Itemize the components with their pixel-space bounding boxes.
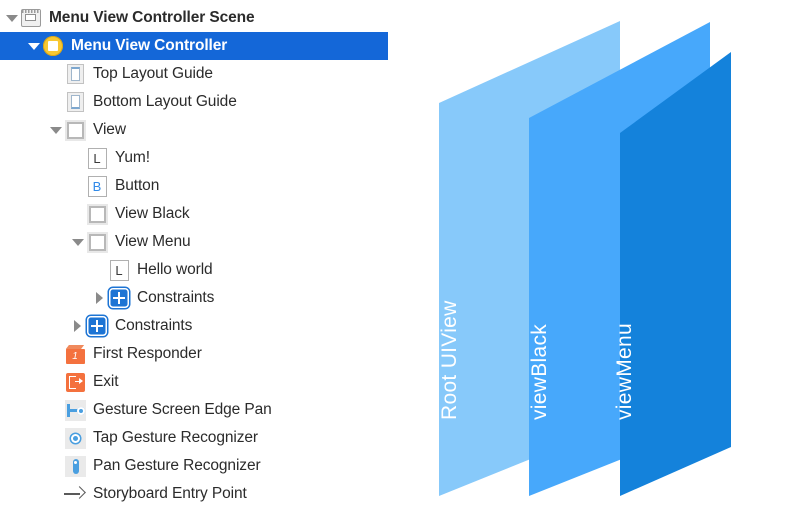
layered-panels-svg xyxy=(439,21,731,496)
outline-row[interactable]: Menu View Controller xyxy=(0,32,388,60)
outline-row[interactable]: Menu View Controller Scene xyxy=(0,4,388,32)
disclosure-triangle-closed[interactable] xyxy=(92,284,108,312)
disclosure-spacer xyxy=(70,172,86,200)
outline-row[interactable]: Exit xyxy=(0,368,388,396)
outline-row[interactable]: Constraints xyxy=(0,284,388,312)
button-icon: B xyxy=(86,175,108,197)
outline-row-label: Hello world xyxy=(137,261,213,279)
bottom-layout-guide-icon xyxy=(64,91,86,113)
outline-row-label: Yum! xyxy=(115,149,150,167)
constraints-icon xyxy=(108,287,130,309)
outline-row-label: View xyxy=(93,121,126,139)
exit-icon xyxy=(64,371,86,393)
tap-gesture-icon xyxy=(64,427,86,449)
disclosure-spacer xyxy=(70,200,86,228)
disclosure-spacer xyxy=(70,144,86,172)
outline-row-label: Exit xyxy=(93,373,119,391)
outline-row[interactable]: View Black xyxy=(0,200,388,228)
disclosure-triangle-open[interactable] xyxy=(70,228,86,256)
outline-row[interactable]: Tap Gesture Recognizer xyxy=(0,424,388,452)
outline-row[interactable]: Bottom Layout Guide xyxy=(0,88,388,116)
outline-row[interactable]: View Menu xyxy=(0,228,388,256)
outline-row[interactable]: View xyxy=(0,116,388,144)
view-controller-icon xyxy=(42,35,64,57)
disclosure-triangle-open[interactable] xyxy=(26,32,42,60)
outline-row[interactable]: L Yum! xyxy=(0,144,388,172)
disclosure-spacer xyxy=(48,60,64,88)
outline-row[interactable]: Top Layout Guide xyxy=(0,60,388,88)
outline-row-label: View Black xyxy=(115,205,190,223)
panel-view-menu[interactable] xyxy=(620,52,731,496)
outline-row[interactable]: L Hello world xyxy=(0,256,388,284)
disclosure-spacer xyxy=(48,368,64,396)
constraints-icon xyxy=(86,315,108,337)
view-hierarchy-diagram: Root UIView viewBlack viewMenu xyxy=(388,0,800,518)
uiview-icon xyxy=(64,119,86,141)
outline-row[interactable]: Storyboard Entry Point xyxy=(0,480,388,508)
outline-row-label: Constraints xyxy=(137,289,215,307)
disclosure-triangle-open[interactable] xyxy=(48,116,64,144)
panel-label-view-menu: viewMenu xyxy=(613,323,636,420)
outline-row-label: Bottom Layout Guide xyxy=(93,93,237,111)
screen-edge-pan-gesture-icon xyxy=(64,399,86,421)
outline-row-label: Menu View Controller xyxy=(71,37,228,55)
outline-row-label: Constraints xyxy=(115,317,193,335)
outline-row[interactable]: B Button xyxy=(0,172,388,200)
outline-row[interactable]: Gesture Screen Edge Pan xyxy=(0,396,388,424)
storyboard-entry-point-icon xyxy=(64,483,86,505)
label-icon: L xyxy=(108,259,130,281)
scene-icon xyxy=(20,7,42,29)
uiview-icon xyxy=(86,203,108,225)
disclosure-spacer xyxy=(48,88,64,116)
outline-row[interactable]: Constraints xyxy=(0,312,388,340)
first-responder-icon: 1 xyxy=(64,343,86,365)
outline-row-label: Top Layout Guide xyxy=(93,65,213,83)
disclosure-spacer xyxy=(48,340,64,368)
outline-row[interactable]: Pan Gesture Recognizer xyxy=(0,452,388,480)
outline-row-label: View Menu xyxy=(115,233,191,251)
outline-row-label: Menu View Controller Scene xyxy=(49,9,255,27)
pan-gesture-icon xyxy=(64,455,86,477)
disclosure-spacer xyxy=(48,396,64,424)
disclosure-triangle-closed[interactable] xyxy=(70,312,86,340)
outline-row-label: Tap Gesture Recognizer xyxy=(93,429,258,447)
top-layout-guide-icon xyxy=(64,63,86,85)
outline-row[interactable]: 1 First Responder xyxy=(0,340,388,368)
panel-label-root-uiview: Root UIView xyxy=(438,300,461,420)
outline-row-label: First Responder xyxy=(93,345,202,363)
label-icon: L xyxy=(86,147,108,169)
outline-row-label: Button xyxy=(115,177,160,195)
panel-label-view-black: viewBlack xyxy=(528,323,551,420)
disclosure-spacer xyxy=(48,424,64,452)
disclosure-triangle-open[interactable] xyxy=(4,4,20,32)
outline-row-label: Gesture Screen Edge Pan xyxy=(93,401,272,419)
disclosure-spacer xyxy=(92,256,108,284)
disclosure-spacer xyxy=(48,452,64,480)
outline-row-label: Storyboard Entry Point xyxy=(93,485,247,503)
uiview-icon xyxy=(86,231,108,253)
outline-row-label: Pan Gesture Recognizer xyxy=(93,457,261,475)
disclosure-spacer xyxy=(48,480,64,508)
